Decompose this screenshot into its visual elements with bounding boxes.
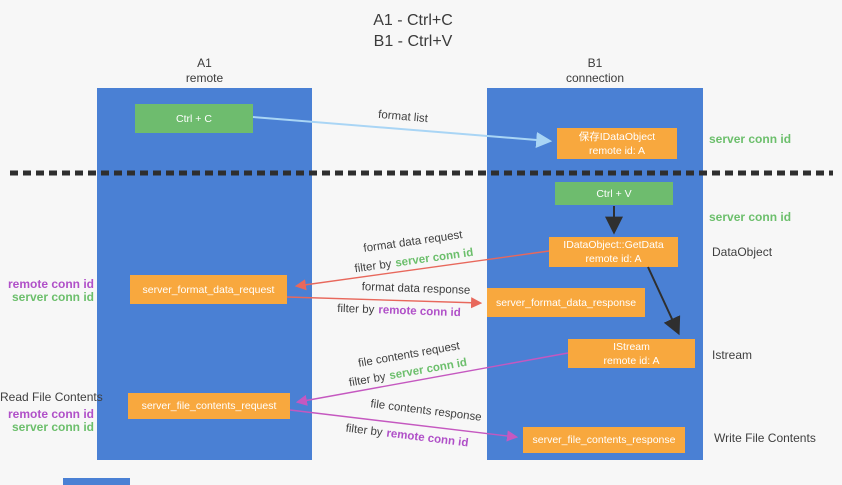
filter-by-text: filter by bbox=[337, 302, 375, 317]
server-conn-id-text: server conn id bbox=[394, 246, 475, 270]
node-idataobject-getdata: IDataObject::GetData remote id: A bbox=[549, 237, 678, 267]
node-ctrl-v: Ctrl + V bbox=[555, 182, 673, 205]
column-header-b1: B1 connection bbox=[487, 56, 703, 86]
label-format-data-response: format data response bbox=[361, 281, 470, 297]
node-istream-line1: IStream bbox=[613, 340, 650, 353]
left-label-remote-conn-id-2: remote conn id bbox=[7, 407, 94, 421]
filter-by-text: filter by bbox=[344, 422, 384, 439]
remote-conn-id-text: remote conn id bbox=[378, 304, 461, 320]
node-format-response-label: server_format_data_response bbox=[495, 296, 637, 309]
title-line-2: B1 - Ctrl+V bbox=[373, 33, 453, 50]
label-file-contents-response-text: file contents response bbox=[369, 398, 483, 424]
remote-conn-id-text: remote conn id bbox=[385, 427, 470, 450]
filter-by-text: filter by bbox=[348, 371, 387, 390]
node-ctrl-c-label: Ctrl + C bbox=[176, 112, 212, 125]
format-data-response-arrow bbox=[286, 296, 483, 309]
column-header-a1: A1 remote bbox=[97, 56, 312, 86]
node-getdata-line1: IDataObject::GetData bbox=[563, 239, 664, 251]
right-label-write-file-contents: Write File Contents bbox=[714, 431, 816, 445]
node-ctrl-v-label: Ctrl + V bbox=[596, 187, 632, 200]
diagram-title: A1 - Ctrl+C B1 - Ctrl+V bbox=[308, 10, 518, 52]
node-server-file-contents-response: server_file_contents_response bbox=[523, 427, 685, 453]
filter-by-text: filter by bbox=[353, 258, 393, 276]
node-istream-line2: remote id: A bbox=[603, 354, 660, 367]
node-file-response-label: server_file_contents_response bbox=[532, 434, 676, 446]
node-save-idataobject: 保存IDataObject remote id: A bbox=[557, 128, 677, 159]
column-a1-name: A1 bbox=[197, 56, 212, 70]
right-label-server-conn-id-top: server conn id bbox=[709, 132, 792, 146]
node-ctrl-c: Ctrl + C bbox=[135, 104, 253, 133]
label-format-list: format list bbox=[378, 109, 429, 125]
node-save-idataobject-line1: 保存IDataObject bbox=[578, 130, 656, 143]
node-server-file-contents-request: server_file_contents_request bbox=[128, 393, 290, 419]
node-file-request-label: server_file_contents_request bbox=[141, 400, 277, 412]
node-server-format-data-request: server_format_data_request bbox=[130, 275, 287, 304]
left-label-server-conn-id-1: server conn id bbox=[11, 290, 94, 304]
node-istream: IStream remote id: A bbox=[568, 339, 695, 368]
column-b1-name: B1 bbox=[587, 56, 603, 70]
column-b1-role: connection bbox=[565, 71, 625, 85]
label-file-contents-response: file contents response bbox=[370, 398, 483, 424]
left-label-server-conn-id-2: server conn id bbox=[11, 420, 94, 434]
node-format-request-label: server_format_data_request bbox=[142, 283, 275, 296]
right-label-server-conn-id-mid: server conn id bbox=[709, 210, 792, 224]
node-getdata-line2: remote id: A bbox=[585, 253, 642, 265]
label-format-data-response-text: format data response bbox=[361, 281, 471, 297]
node-server-format-data-response: server_format_data_response bbox=[487, 288, 645, 317]
left-label-remote-conn-id-1: remote conn id bbox=[7, 277, 94, 291]
label-format-list-text: format list bbox=[377, 108, 429, 126]
right-label-istream: Istream bbox=[712, 348, 753, 362]
right-label-dataobject: DataObject bbox=[712, 245, 773, 259]
left-label-read-file-contents: Read File Contents bbox=[0, 390, 103, 404]
horizontal-scrollbar-thumb[interactable] bbox=[63, 478, 130, 485]
column-a1-role: remote bbox=[185, 71, 224, 85]
node-save-idataobject-line2: remote id: A bbox=[588, 144, 646, 157]
title-line-1: A1 - Ctrl+C bbox=[373, 12, 453, 29]
